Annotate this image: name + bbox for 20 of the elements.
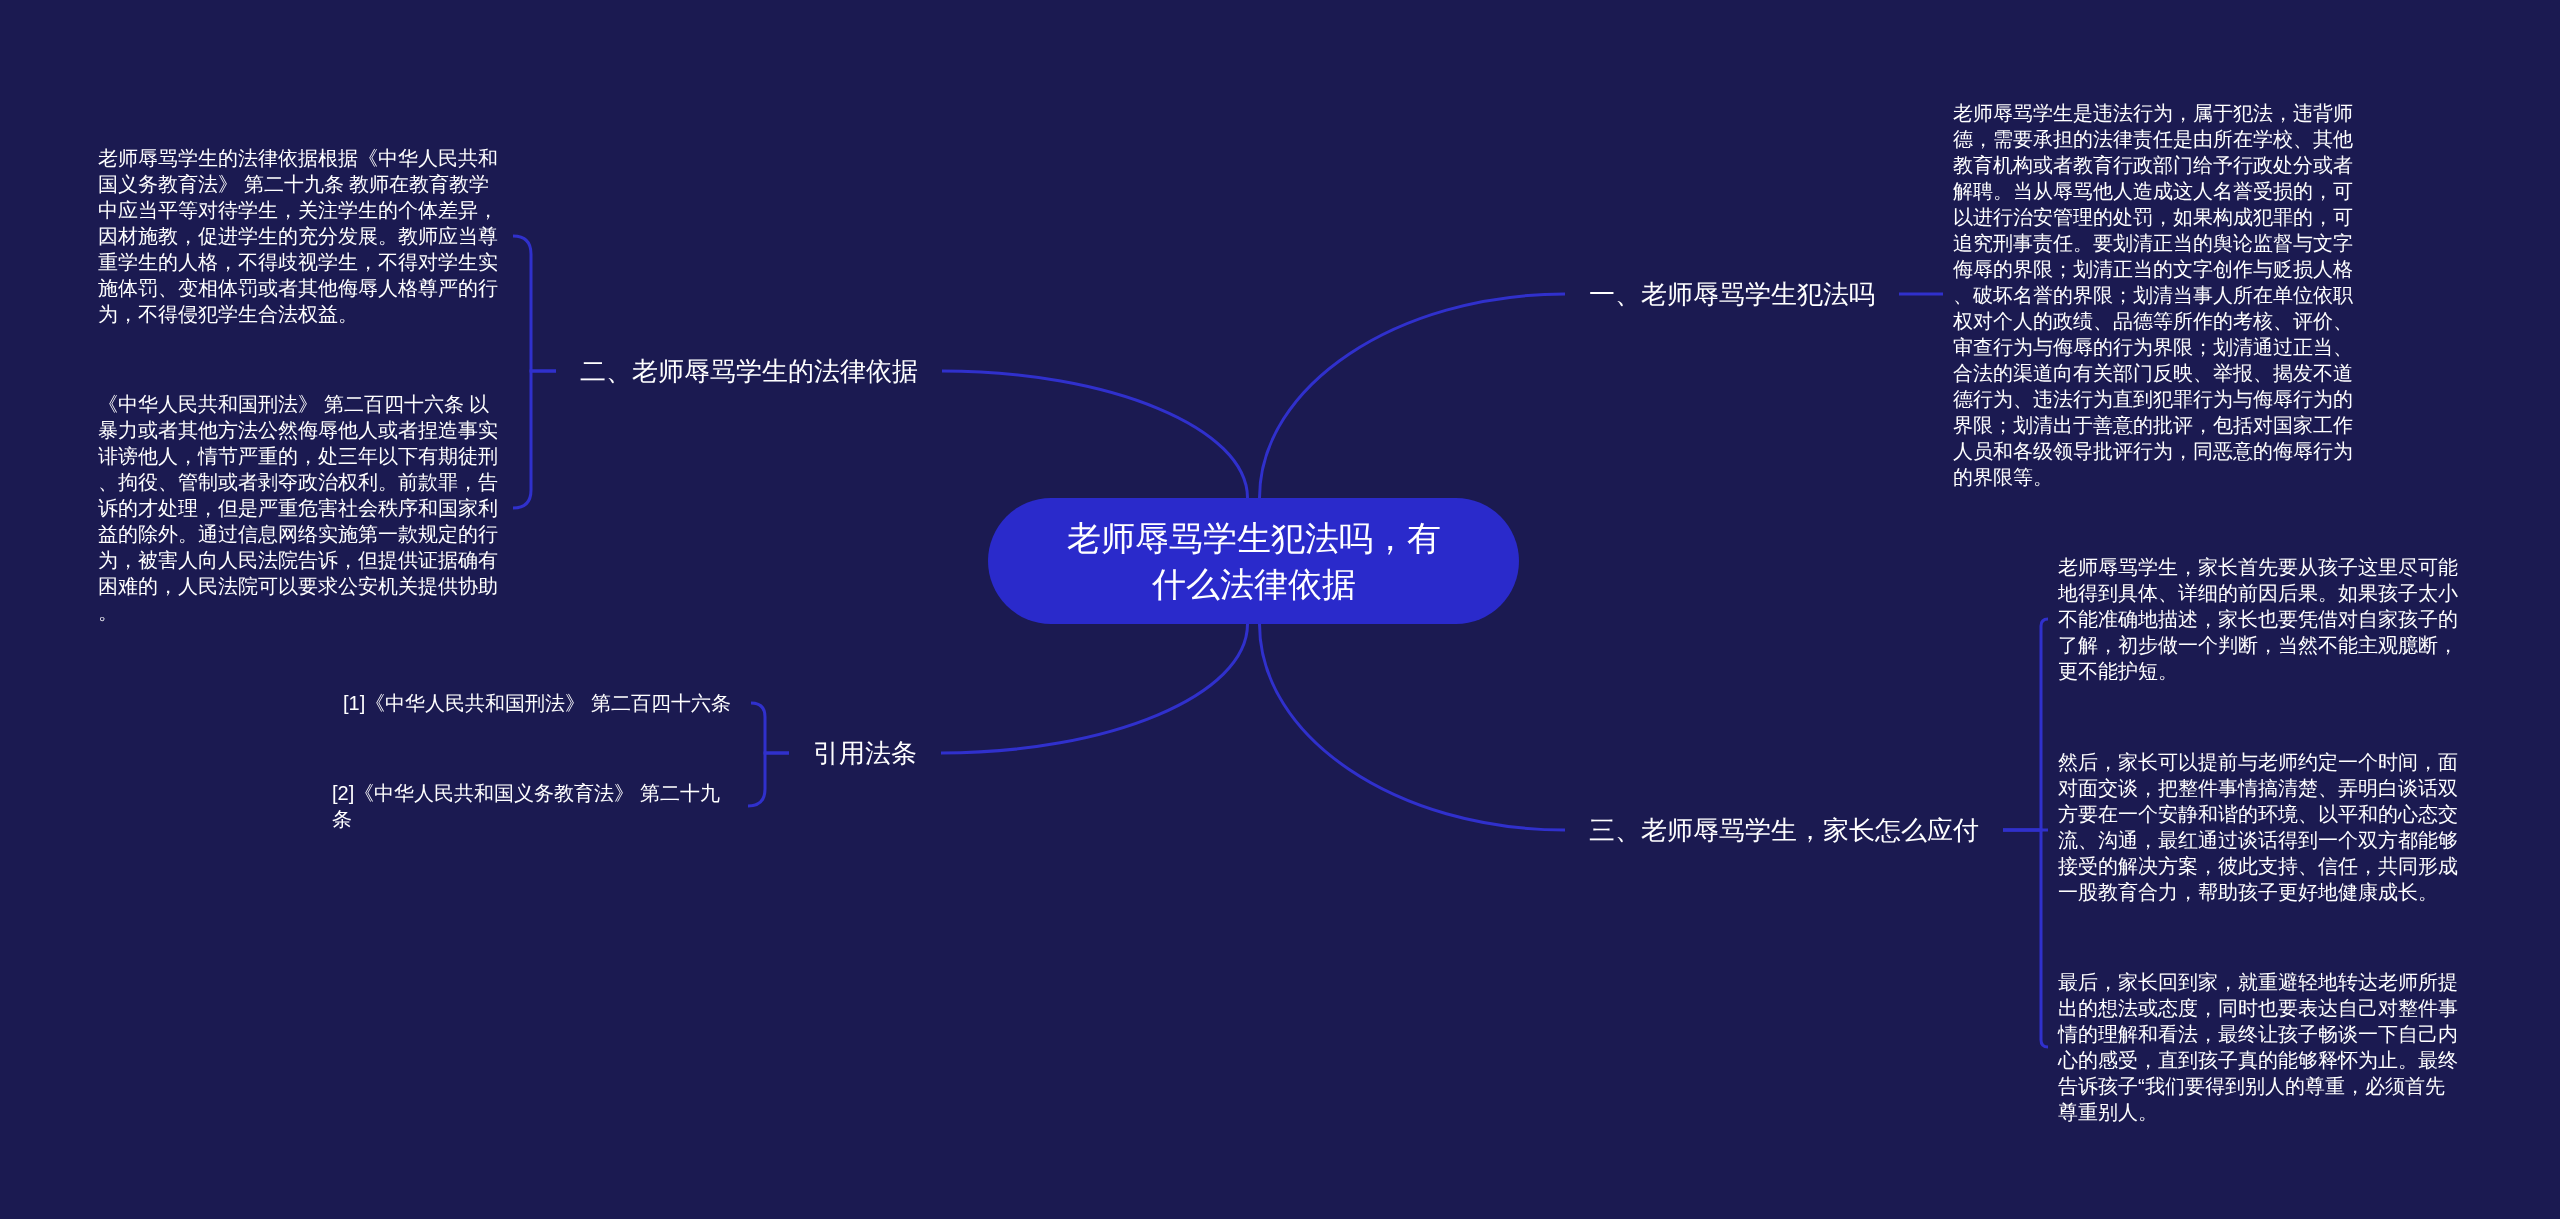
note-text: 最后，家长回到家，就重避轻地转达老师所提出的想法或态度，同时也要表达自己对整件事情的理解和看法，最终让孩子畅谈一下自己内心的感受，直到孩子真的能够释怀为止。最终告诉孩子“我们要得到别人的尊重，必须首先尊重别人。 xyxy=(2048,969,2473,1125)
connector-line xyxy=(1899,292,1943,296)
topic-pill: 老师辱骂学生犯法吗，有什么法律依据 xyxy=(988,498,1519,624)
branch-label: 引用法条 xyxy=(789,733,941,773)
note-text: 然后，家长可以提前与老师约定一个时间，面对面交谈，把整件事情搞清楚、弄明白谈话双方要在一个安静和谐的环境、以平和的心态交流、沟通，最红通过谈话得到一个双方都能够接受的解决方案，彼此支持、信任，共同形成一股教育合力，帮助孩子更好地健康成长。 xyxy=(2048,749,2473,905)
branch-label: 三、老师辱骂学生，家长怎么应付 xyxy=(1565,810,2003,850)
note-text: [2]《中华人民共和国义务教育法》 第二十九条 xyxy=(324,780,748,832)
note-text: 老师辱骂学生是违法行为，属于犯法，违背师德，需要承担的法律责任是由所在学校、其他教育机构或者教育行政部门给予行政处分或者解聘。当从辱骂他人造成这人名誉受损的，可以进行治安管理的处罚，如果构成犯罪的，可追究刑事责任。要划清正当的舆论监督与文字侮辱的界限；划清正当的文字创作与贬损人格、破坏名誉的界限；划清当事人所在单位依职权对个人的政绩、品德等所作的考核、评价、审查行为与侮辱的行为界限；划清通过正当、合法的渠道向有关部门反映、举报、揭发不道德行为、违法行为直到犯罪行为与侮辱行为的界限；划清出于善意的批评，包括对国家工作人员和各级领导批评行为，同恶意的侮辱行为的界限等。 xyxy=(1943,100,2368,490)
connector-line xyxy=(746,751,789,808)
note-text: [1]《中华人民共和国刑法》 第二百四十六条 xyxy=(335,690,751,716)
connector-line xyxy=(1258,292,1566,499)
connector-line xyxy=(941,369,1249,499)
note-text: 老师辱骂学生的法律依据根据《中华人民共和国义务教育法》 第二十九条 教师在教育教学中应当平等对待学生，关注学生的个体差异，因材施教，促进学生的充分发展。教师应当尊重学生的人格，不得歧视学生，不得对学生实施体罚、变相体罚或者其他侮辱人格尊严的行为，不得侵犯学生合法权益。 xyxy=(88,145,513,327)
connector-line xyxy=(2003,828,2050,1049)
connector-line xyxy=(940,623,1249,755)
branch-label: 一、老师辱骂学生犯法吗 xyxy=(1565,274,1899,314)
connector-line xyxy=(1258,623,1566,832)
note-text: 老师辱骂学生，家长首先要从孩子这里尽可能地得到具体、详细的前因后果。如果孩子太小不能准确地描述，家长也要凭借对自家孩子的了解，初步做一个判断，当然不能主观臆断，更不能护短。 xyxy=(2048,554,2473,684)
note-text: 《中华人民共和国刑法》 第二百四十六条 以暴力或者其他方法公然侮辱他人或者捏造事实诽谤他人，情节严重的，处三年以下有期徒刑、拘役、管制或者剥夺政治权利。前款罪，告诉的才处理，但是严重危害社会秩序和国家利益的除外。通过信息网络实施第一款规定的行为，被害人向人民法院告诉，但提供证据确有困难的，人民法院可以要求公安机关提供协助。 xyxy=(88,391,513,625)
branch-label: 二、老师辱骂学生的法律依据 xyxy=(556,351,942,391)
